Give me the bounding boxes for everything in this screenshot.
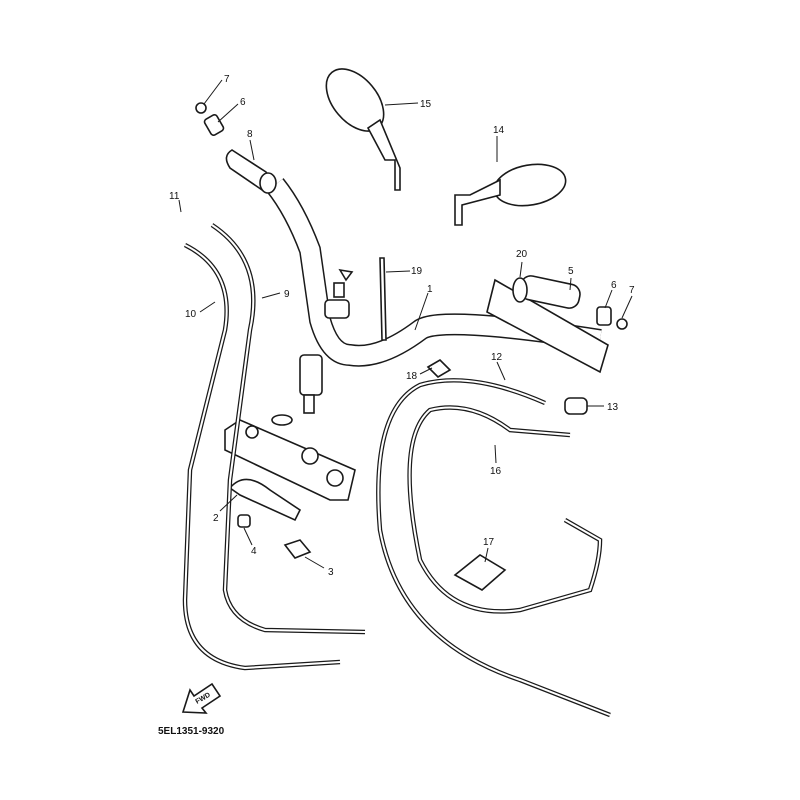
callout-16: 16 [490, 466, 502, 477]
callout-17: 17 [483, 537, 495, 548]
callout-3: 3 [328, 567, 334, 578]
diagram-code: 5EL1351-9320 [158, 726, 225, 737]
callout-7-right: 7 [629, 285, 635, 296]
mirror-right [454, 163, 567, 226]
mirror-left [325, 68, 401, 191]
callout-18: 18 [406, 371, 418, 382]
callout-9: 9 [284, 289, 290, 300]
callout-5: 5 [568, 266, 574, 277]
callout-2: 2 [213, 513, 219, 524]
callout-1: 1 [427, 284, 433, 295]
clutch-cables [376, 378, 611, 718]
callouts: 7 6 8 15 14 11 9 10 19 1 20 5 6 7 12 18 … [169, 74, 635, 578]
leader-lines [178, 79, 633, 569]
callout-13: 13 [607, 402, 619, 413]
clip-2 [228, 478, 302, 522]
left-grip [225, 149, 277, 194]
cable-tie [379, 257, 387, 341]
bar-end-screw-left [195, 102, 207, 114]
fwd-arrow: FWD [181, 682, 222, 714]
callout-19: 19 [411, 266, 423, 277]
bar-end-weight-left [203, 114, 225, 136]
callout-6: 6 [240, 97, 246, 108]
upper-bracket [224, 414, 356, 501]
clamp-3 [283, 539, 312, 559]
holder-17 [453, 554, 507, 591]
callout-4: 4 [251, 546, 257, 557]
right-grip [486, 275, 609, 374]
handlebar [266, 178, 602, 367]
clamp-18 [426, 358, 452, 379]
callout-14: 14 [493, 125, 505, 136]
callout-8: 8 [247, 129, 253, 140]
bar-end-weight-right [596, 306, 612, 326]
callout-7: 7 [224, 74, 230, 85]
callout-10: 10 [185, 309, 197, 320]
bar-end-screw-right [616, 318, 628, 330]
throttle-cables [182, 223, 366, 671]
boot-13 [564, 397, 588, 415]
callout-20: 20 [516, 249, 528, 260]
handlebar-holder [299, 268, 354, 414]
callout-11: 11 [169, 191, 180, 202]
callout-6-right: 6 [611, 280, 617, 291]
callout-15: 15 [420, 99, 432, 110]
callout-12: 12 [491, 352, 503, 363]
nut-4 [237, 514, 251, 528]
